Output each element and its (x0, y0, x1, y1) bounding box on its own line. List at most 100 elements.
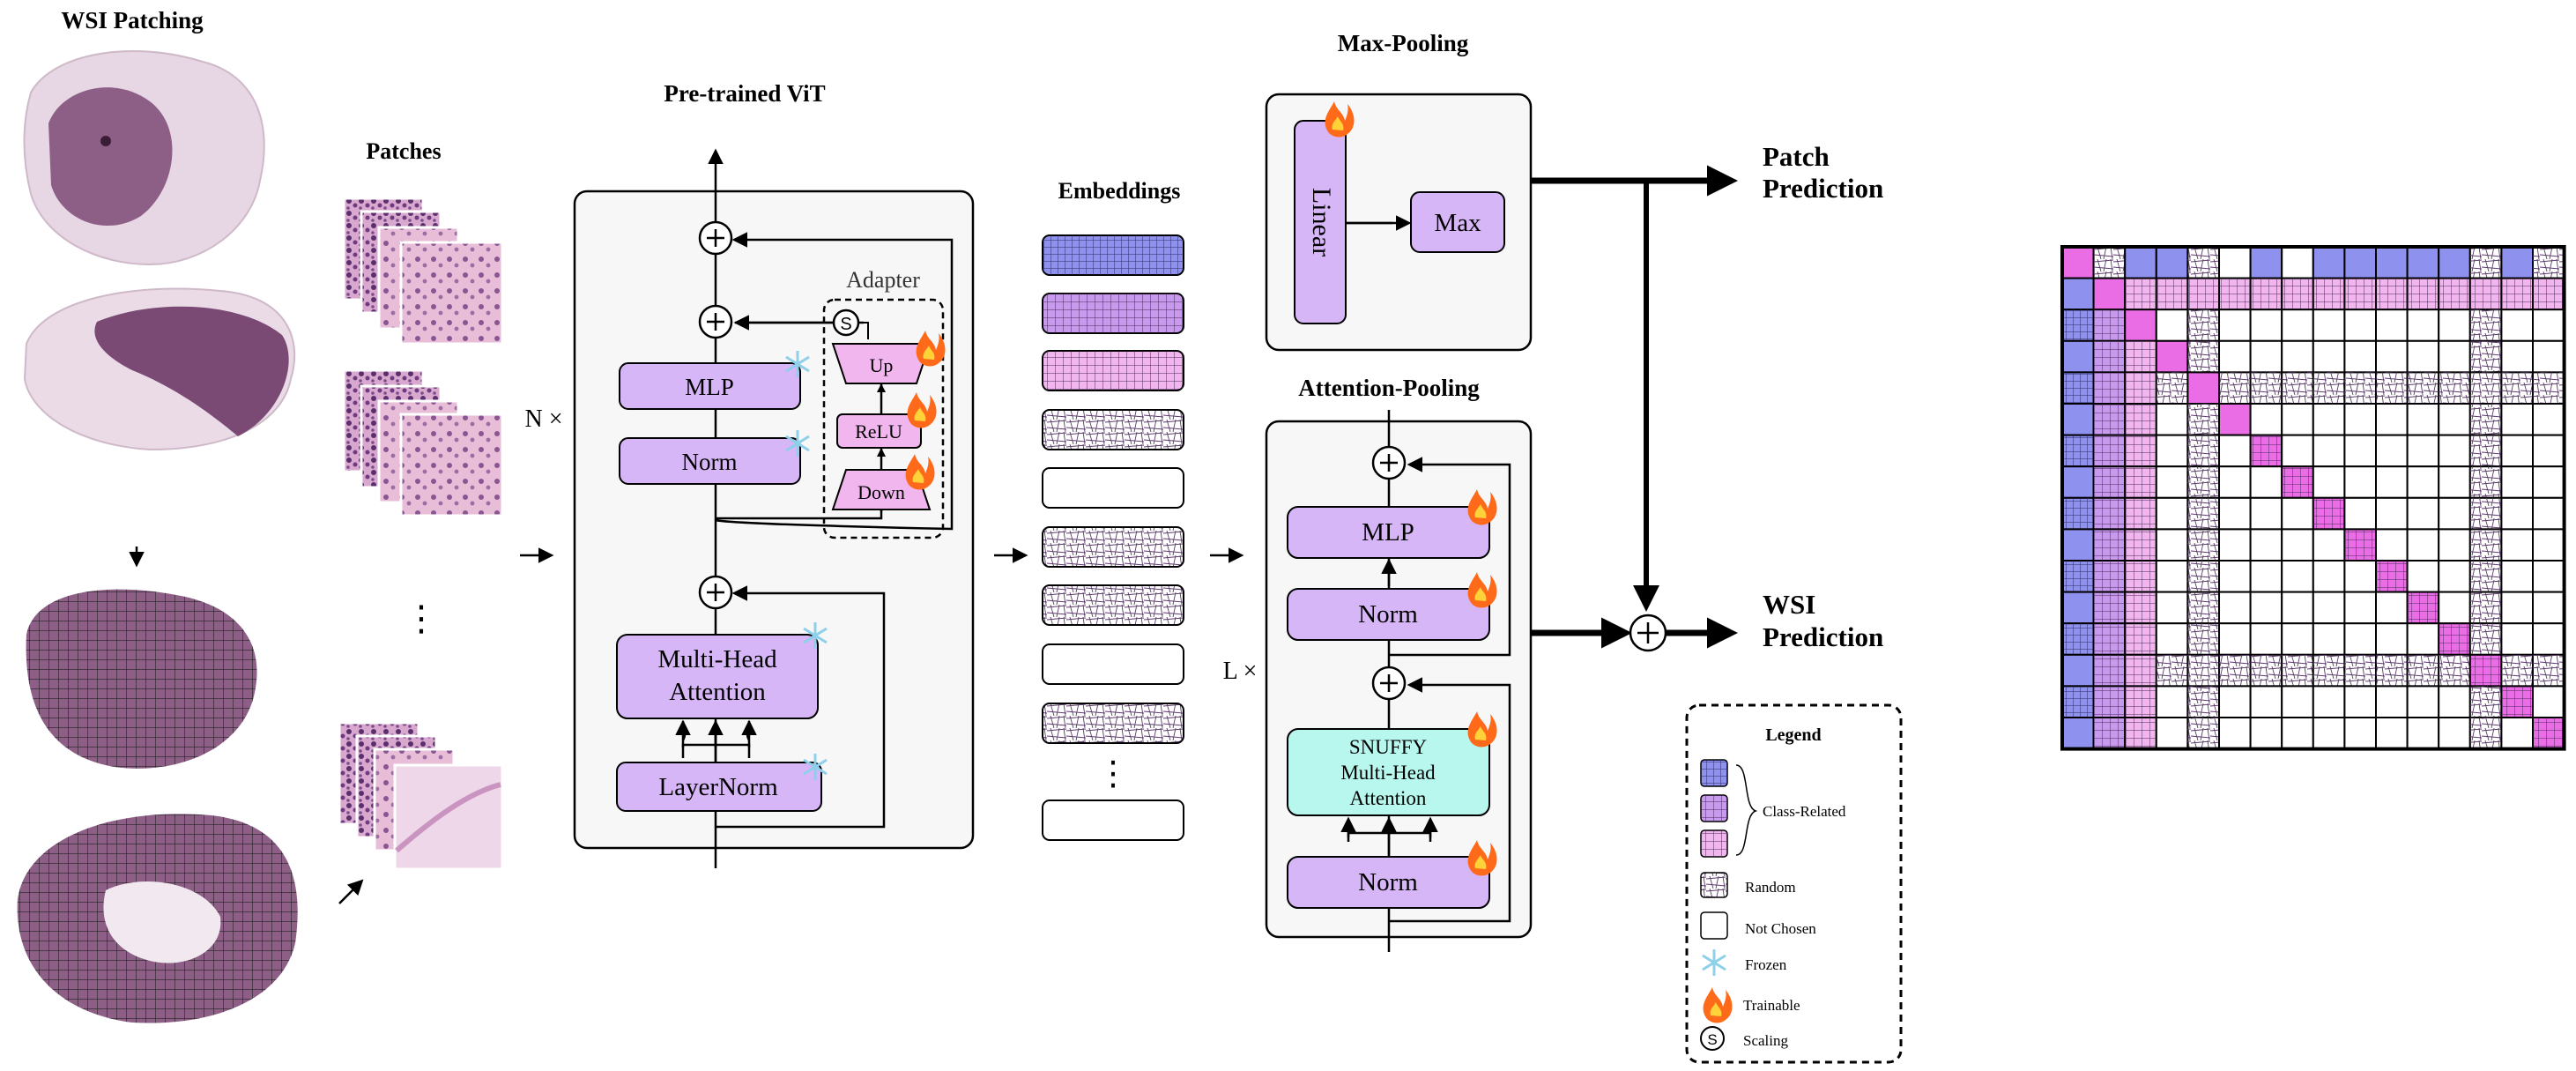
adapter-down-block (831, 469, 932, 510)
matrix-cell (2312, 339, 2346, 374)
matrix-cell-texture (2376, 278, 2408, 310)
matrix-cell-texture (2250, 435, 2283, 467)
scaling-symbol: S (840, 315, 851, 334)
matrix-cell-texture (2533, 372, 2565, 404)
matrix-cell (2281, 403, 2314, 436)
matrix-cell (2281, 685, 2314, 719)
matrix-cell-texture (2469, 247, 2502, 279)
matrix-cell-texture (2533, 654, 2565, 687)
matrix-cell (2218, 465, 2252, 499)
matrix-cell (2061, 528, 2095, 562)
wsi-slide-gridded (17, 589, 298, 1023)
matrix-cell (2500, 528, 2534, 562)
matrix-cell (2532, 528, 2565, 562)
matrix-cell-texture (2062, 372, 2094, 404)
matrix-cell-texture (2093, 372, 2126, 404)
adapter-down-label: Down (857, 481, 905, 503)
matrix-cell (2155, 591, 2189, 625)
matrix-cell-texture (2187, 623, 2219, 655)
matrix-cell-texture (2125, 591, 2157, 624)
matrix-cell (2218, 434, 2252, 468)
matrix-cell-texture (2469, 529, 2502, 561)
patches-title: Patches (366, 138, 441, 164)
matrix-cell-texture (2093, 497, 2126, 530)
matrix-cell-texture (2156, 372, 2188, 404)
matrix-cell (2281, 528, 2314, 562)
matrix-cell (2218, 717, 2252, 750)
matrix-cell-texture (2312, 372, 2345, 404)
matrix-cell (2500, 622, 2534, 656)
matrix-cell-texture (2187, 686, 2219, 718)
matrix-cell-texture (2156, 654, 2188, 687)
matrix-cell-texture (2187, 654, 2219, 687)
vit-mha-label-1: Multi-Head (657, 645, 777, 673)
matrix-cell (2061, 465, 2095, 499)
matrix-cell (2312, 434, 2346, 468)
matrix-cell-texture (2093, 654, 2126, 687)
matrix-cell (2061, 246, 2095, 279)
matrix-cell-texture (2533, 718, 2565, 749)
matrix-cell-texture (2501, 686, 2533, 718)
legend-random: Random (1745, 879, 1796, 896)
matrix-cell (2343, 591, 2377, 625)
matrix-cell-texture (2062, 497, 2094, 530)
wsi-patching-title: WSI Patching (61, 7, 204, 33)
patch-prediction-label-1: Patch (1763, 141, 1830, 172)
trainable-fire-icon (1467, 572, 1497, 608)
matrix-cell-texture (2062, 686, 2094, 718)
matrix-cell-texture (2187, 466, 2219, 498)
matrix-cell (2249, 591, 2283, 625)
adapter-relu-label: ReLU (855, 420, 902, 443)
matrix-cell-texture (2439, 278, 2470, 310)
patch-prediction-label-2: Prediction (1763, 173, 1883, 204)
matrix-cell-texture (2125, 435, 2157, 467)
matrix-cell-texture (2187, 529, 2219, 561)
matrix-cell (2312, 622, 2346, 656)
matrix-cell (2061, 591, 2095, 625)
matrix-cell (2343, 465, 2377, 499)
attn-norm-bottom-label: Norm (1358, 868, 1418, 896)
trainable-fire-icon (1325, 101, 1355, 138)
legend-class-related: Class-Related (1763, 803, 1846, 820)
matrix-cell (2249, 246, 2283, 279)
matrix-cell-texture (2407, 591, 2439, 624)
matrix-cell (2532, 591, 2565, 625)
matrix-cell (2281, 496, 2314, 531)
scaling-circle-icon (1700, 1026, 1725, 1051)
matrix-cell-texture (2469, 435, 2502, 467)
matrix-cell (2438, 560, 2471, 593)
matrix-cell-texture (2376, 372, 2408, 404)
vit-mha-block (616, 634, 819, 719)
matrix-cell-texture (2125, 529, 2157, 561)
matrix-cell (2218, 403, 2252, 436)
matrix-cell (2532, 434, 2565, 468)
attn-norm-top-label: Norm (1358, 600, 1418, 628)
matrix-cell (2218, 246, 2252, 279)
matrix-cell-texture (2469, 686, 2502, 718)
matrix-cell (2312, 403, 2346, 436)
matrix-cell (2375, 339, 2409, 374)
matrix-cell-texture (2156, 278, 2188, 310)
matrix-cell-texture (2062, 435, 2094, 467)
matrix-cell-texture (2125, 718, 2157, 749)
matrix-cell-texture (2407, 654, 2439, 687)
matrix-cell (2375, 246, 2409, 279)
matrix-cell (2155, 434, 2189, 468)
attn-repeat-label: L × (1223, 658, 1258, 685)
matrix-cell (2438, 465, 2471, 499)
matrix-cell-texture (2282, 278, 2313, 310)
matrix-cell (2406, 309, 2440, 342)
patches-vdots: ⋮ (404, 599, 439, 639)
matrix-cell-texture (2219, 654, 2251, 687)
matrix-cell (2500, 246, 2534, 279)
patch-stack-1 (342, 197, 504, 346)
matrix-cell-texture (2439, 623, 2470, 655)
vit-layernorm-block (616, 762, 822, 812)
matrix-cell (2281, 309, 2314, 342)
matrix-cell-texture (2469, 278, 2502, 310)
matrix-cell (2406, 622, 2440, 656)
matrix-cell-texture (2344, 278, 2376, 310)
matrix-cell-texture (2533, 278, 2565, 310)
matrix-cell (2281, 622, 2314, 656)
